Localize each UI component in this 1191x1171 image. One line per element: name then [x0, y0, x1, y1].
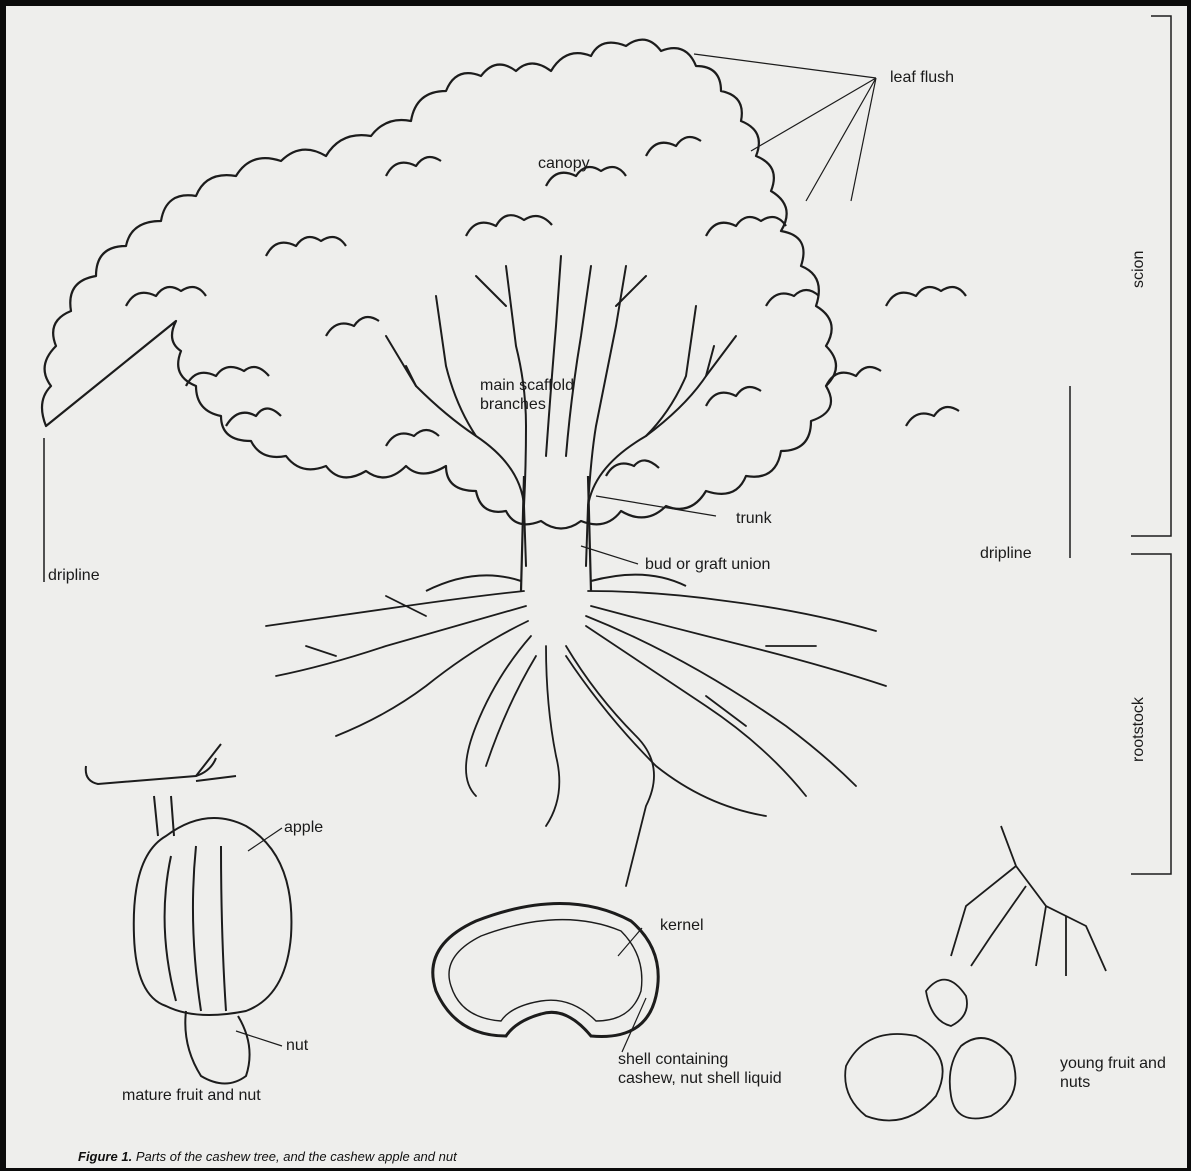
cashew-tree-illustration: [6, 6, 1187, 1168]
label-dripline-left: dripline: [48, 566, 100, 585]
ground-line: [426, 575, 686, 591]
label-canopy: canopy: [538, 154, 590, 173]
label-kernel: kernel: [660, 916, 704, 935]
label-trunk: trunk: [736, 509, 772, 528]
label-rootstock: rootstock: [1130, 697, 1148, 762]
trunk-drawing: [521, 476, 591, 591]
label-scion: scion: [1130, 251, 1148, 288]
root-drawing: [266, 591, 886, 886]
label-bud-or-graft-union: bud or graft union: [645, 555, 770, 574]
label-main-scaffold-branches: main scaffold branches: [480, 376, 630, 414]
nut-cross-section-drawing: [433, 904, 658, 1037]
label-apple: apple: [284, 818, 323, 837]
figure-caption-text: Parts of the cashew tree, and the cashew…: [136, 1149, 457, 1164]
figure-caption: Figure 1. Parts of the cashew tree, and …: [78, 1149, 457, 1164]
label-mature-fruit-and-nut: mature fruit and nut: [122, 1086, 261, 1105]
label-leaf-flush: leaf flush: [890, 68, 954, 87]
figure-number: Figure 1.: [78, 1149, 132, 1164]
label-dripline-right: dripline: [980, 544, 1032, 563]
label-shell-containing: shell containing cashew, nut shell liqui…: [618, 1050, 788, 1088]
brackets: [44, 16, 1171, 874]
label-young-fruit-and-nuts: young fruit and nuts: [1060, 1054, 1170, 1092]
label-nut: nut: [286, 1036, 308, 1055]
figure-page: leaf flush canopy main scaffold branches…: [6, 6, 1187, 1168]
mature-fruit-drawing: [86, 744, 292, 1084]
canopy-drawing: [42, 40, 966, 529]
